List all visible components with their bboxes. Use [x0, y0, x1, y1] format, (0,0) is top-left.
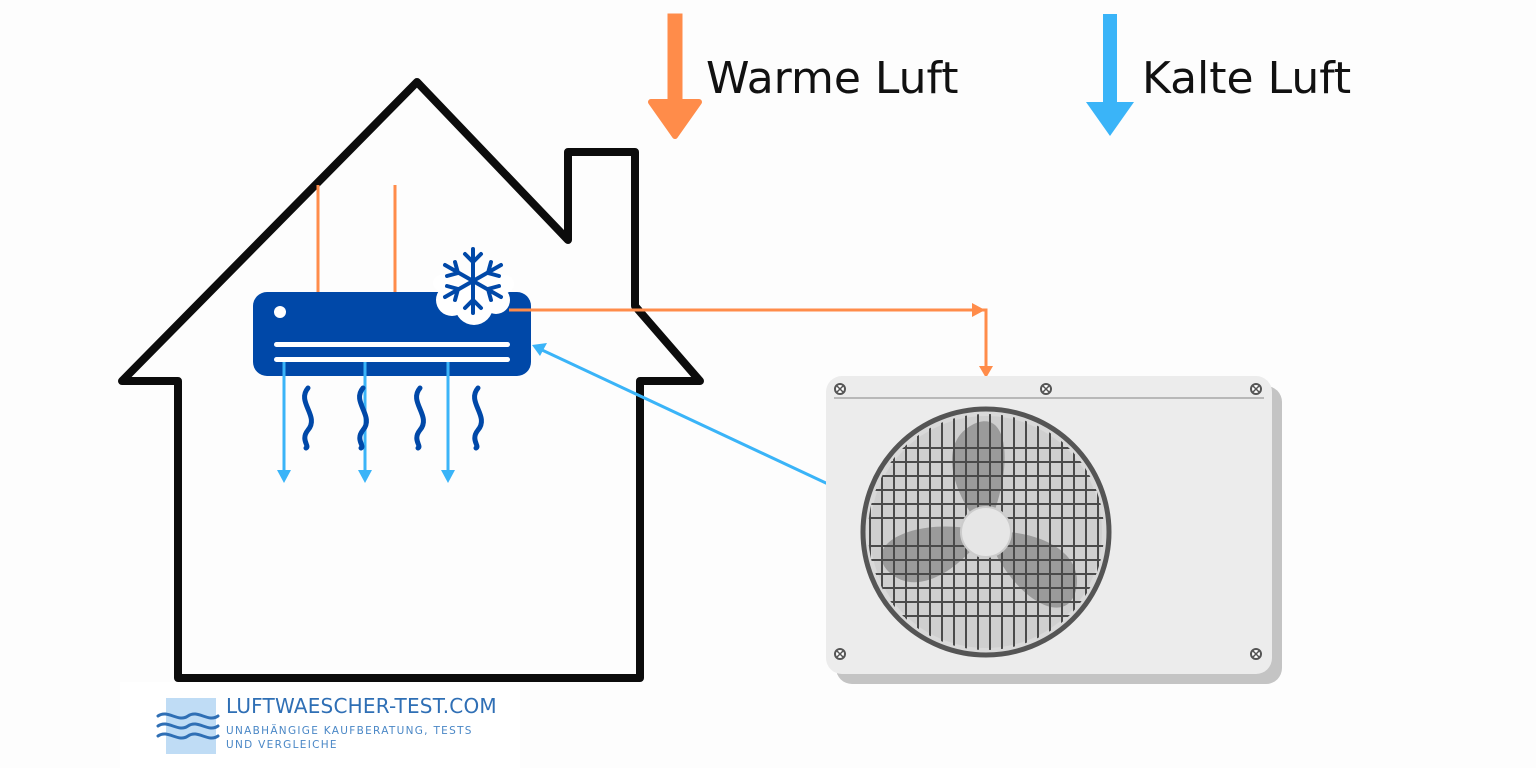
legend-cold-label: Kalte Luft — [1142, 53, 1352, 104]
legend-cold-arrow — [1086, 14, 1134, 136]
legend-warm-arrow — [648, 13, 702, 139]
warm-air-inlet-arrows — [311, 185, 402, 308]
fan-icon — [860, 406, 1112, 658]
house-outline — [118, 78, 704, 682]
brand-tagline: UNABHÄNGIGE KAUFBERATUNG, TESTS UND VERG… — [226, 725, 473, 751]
snowflake-icon — [433, 247, 514, 325]
brand-watermark: LUFTWAESCHER-TEST.COM UNABHÄNGIGE KAUFBE… — [120, 682, 520, 768]
airflow-waves — [302, 385, 484, 451]
brand-name: LUFTWAESCHER-TEST.COM — [226, 694, 497, 718]
cold-air-pipe — [532, 343, 829, 486]
legend-warm-label: Warme Luft — [706, 53, 959, 104]
air-waves-icon — [156, 698, 220, 754]
warm-air-pipe — [509, 303, 993, 378]
